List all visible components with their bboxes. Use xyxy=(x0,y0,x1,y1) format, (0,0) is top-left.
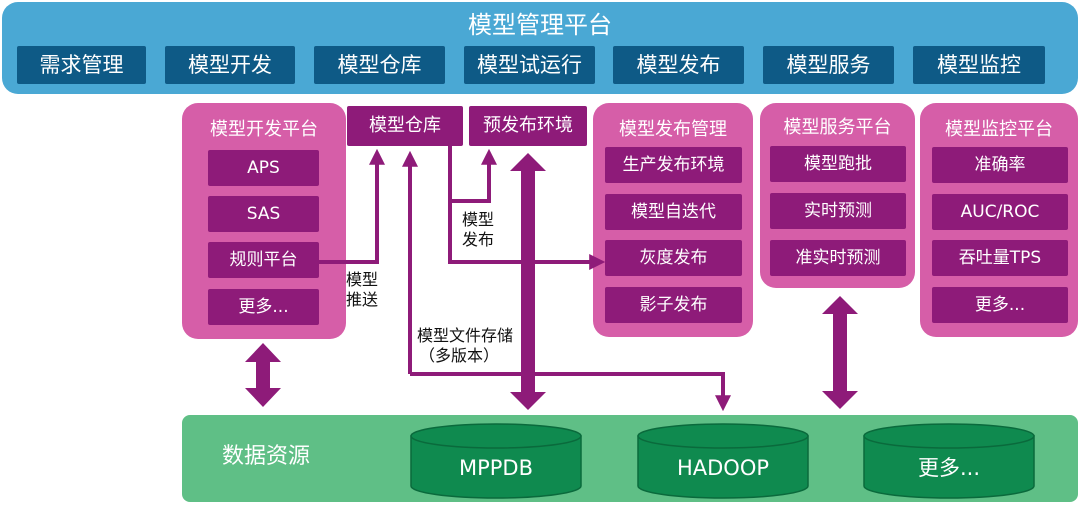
module-development[interactable]: 模型开发 xyxy=(165,46,295,84)
storage-note: 模型文件存储 （多版本） xyxy=(417,326,513,366)
pre-release-env-label[interactable]: 预发布环境 xyxy=(469,106,587,146)
module-trial-run[interactable]: 模型试运行 xyxy=(464,46,595,84)
release-note: 模型 发布 xyxy=(462,210,494,250)
push-note: 模型 推送 xyxy=(346,270,378,310)
storage-note-line1: 模型文件存储 xyxy=(417,326,514,345)
hadoop-label[interactable]: HADOOP xyxy=(676,456,770,480)
module-requirements[interactable]: 需求管理 xyxy=(17,46,146,84)
service-platform-title: 模型服务平台 xyxy=(783,117,892,138)
monitor-item-more[interactable]: 更多... xyxy=(932,287,1068,323)
more-cylinder xyxy=(863,423,1035,499)
service-item-realtime[interactable]: 实时预测 xyxy=(770,193,906,229)
release-item-gray-release[interactable]: 灰度发布 xyxy=(605,240,742,276)
service-item-batch[interactable]: 模型跑批 xyxy=(770,146,906,182)
release-item-self-iteration[interactable]: 模型自迭代 xyxy=(605,194,742,230)
model-release-to-gray-arrow xyxy=(448,201,606,270)
dev-item-sas[interactable]: SAS xyxy=(208,196,319,232)
platform-title: 模型管理平台 xyxy=(468,11,612,39)
mppdb-cylinder xyxy=(410,423,582,499)
release-item-shadow-release[interactable]: 影子发布 xyxy=(605,287,742,323)
monitor-item-auc-roc[interactable]: AUC/ROC xyxy=(932,194,1068,230)
module-release[interactable]: 模型发布 xyxy=(613,46,744,84)
monitor-platform-title: 模型监控平台 xyxy=(945,119,1053,140)
service-item-near-realtime[interactable]: 准实时预测 xyxy=(770,240,906,276)
model-repository-label[interactable]: 模型仓库 xyxy=(347,106,463,146)
model-release-to-pre-env-arrow xyxy=(448,146,497,203)
module-repository[interactable]: 模型仓库 xyxy=(314,46,445,84)
push-note-line1: 模型 xyxy=(346,270,379,289)
release-note-line1: 模型 xyxy=(462,210,495,229)
dev-data-double-arrow xyxy=(245,343,281,407)
pre-env-data-double-arrow xyxy=(510,153,546,410)
data-resources-title: 数据资源 xyxy=(222,444,311,469)
release-item-production-env[interactable]: 生产发布环境 xyxy=(605,147,742,183)
push-note-line2: 推送 xyxy=(346,290,379,309)
dev-item-rules-platform[interactable]: 规则平台 xyxy=(208,242,319,278)
module-monitoring[interactable]: 模型监控 xyxy=(913,46,1045,84)
model-push-arrow xyxy=(319,148,385,264)
dev-platform-title: 模型开发平台 xyxy=(210,119,318,140)
storage-note-line2: （多版本） xyxy=(419,346,500,365)
model-file-storage-arrow-down xyxy=(410,372,731,412)
service-data-double-arrow xyxy=(822,296,858,409)
module-service[interactable]: 模型服务 xyxy=(763,46,894,84)
mppdb-label[interactable]: MPPDB xyxy=(458,456,534,480)
release-mgmt-title: 模型发布管理 xyxy=(619,119,727,140)
dev-item-aps[interactable]: APS xyxy=(208,150,319,186)
release-note-line2: 发布 xyxy=(462,230,495,249)
dev-item-more[interactable]: 更多... xyxy=(208,289,319,325)
monitor-item-throughput[interactable]: 吞吐量TPS xyxy=(932,240,1068,276)
monitor-item-accuracy[interactable]: 准确率 xyxy=(932,147,1068,183)
more-stores-label[interactable]: 更多... xyxy=(917,456,981,480)
hadoop-cylinder xyxy=(637,423,809,499)
